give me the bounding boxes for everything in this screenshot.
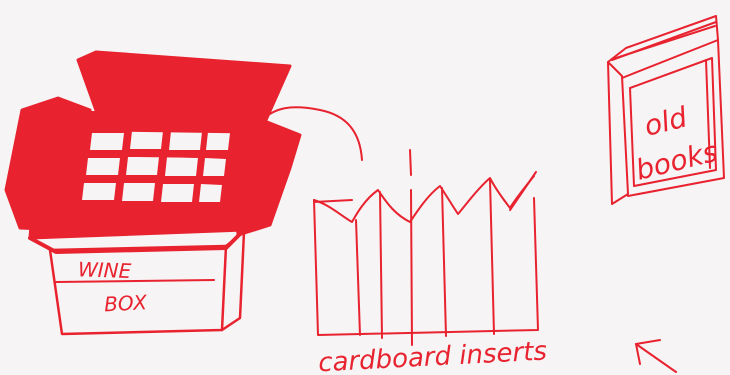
inserts-top-left — [314, 200, 352, 202]
inserts-panel-2 — [380, 192, 382, 338]
wine-box-label-line1: WINE — [78, 257, 132, 283]
inserts-panel-4 — [490, 180, 494, 334]
inserts-top-right — [510, 172, 536, 210]
arrow-icon — [636, 340, 676, 372]
wine-box-label-line2: BOX — [104, 290, 149, 316]
book-spine — [608, 62, 628, 204]
inserts-center-line — [410, 150, 411, 175]
inserts-notched-top — [314, 176, 534, 222]
cardboard-inserts-label: cardboard inserts — [317, 336, 547, 375]
wine-box-drawing — [6, 52, 362, 334]
old-books-label-line2: books — [632, 135, 720, 187]
inserts-panel-1 — [356, 220, 360, 335]
cardboard-inserts-drawing — [314, 150, 538, 345]
inserts-panel-3 — [442, 188, 446, 336]
old-books-label-line1: old — [641, 100, 691, 142]
wine-box-back-flap — [78, 52, 290, 120]
